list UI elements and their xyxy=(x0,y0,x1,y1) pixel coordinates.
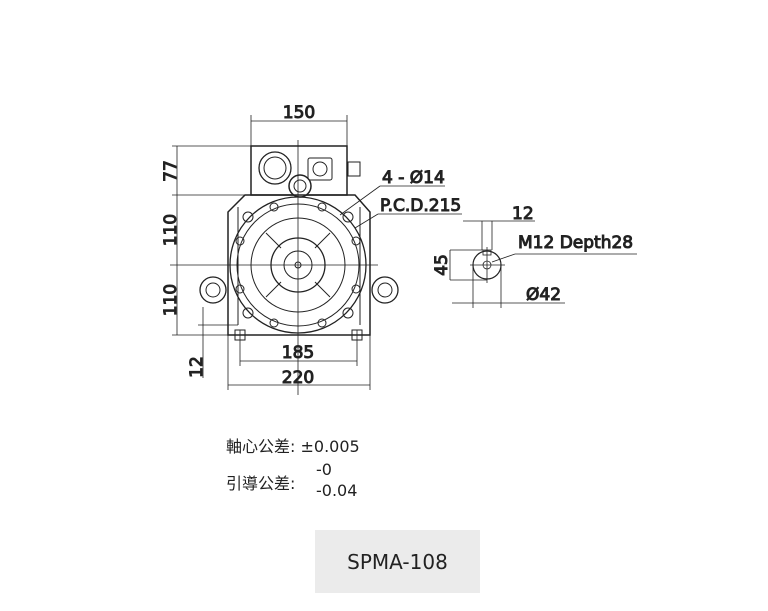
bolt-holes xyxy=(235,202,361,328)
shaft-tolerance-label: 軸心公差: xyxy=(226,437,296,456)
dim-holes: 4 - Ø14 xyxy=(382,168,445,188)
dim-foot-height: 12 xyxy=(187,356,207,378)
dim-pcd: P.C.D.215 xyxy=(380,196,461,216)
pilot-tolerance-lower: -0.04 xyxy=(316,481,358,500)
dimension-lines xyxy=(172,115,637,390)
dim-key-width: 12 xyxy=(512,204,534,224)
pilot-tolerance-label: 引導公差: xyxy=(226,474,296,493)
dim-upper-height: 110 xyxy=(161,214,181,246)
dim-thread: M12 Depth28 xyxy=(518,233,633,253)
dim-shaft-height: 45 xyxy=(432,254,452,276)
motor-flange xyxy=(227,194,371,341)
pilot-tolerance-upper: -0 xyxy=(316,460,332,479)
shaft-tolerance: 軸心公差: ±0.005 xyxy=(226,433,360,457)
dim-foot-span: 185 xyxy=(282,343,314,363)
dim-total-width: 220 xyxy=(282,368,314,388)
dim-box-width: 150 xyxy=(283,103,315,123)
model-label: SPMA-108 xyxy=(315,530,480,593)
lifting-eyes xyxy=(199,276,399,304)
dim-shaft-diameter: Ø42 xyxy=(526,285,561,305)
dim-box-height: 77 xyxy=(161,160,181,182)
shaft-tolerance-value: ±0.005 xyxy=(300,437,360,456)
dim-lower-height: 110 xyxy=(161,284,181,316)
center-lines xyxy=(170,140,378,395)
junction-box xyxy=(250,145,361,198)
